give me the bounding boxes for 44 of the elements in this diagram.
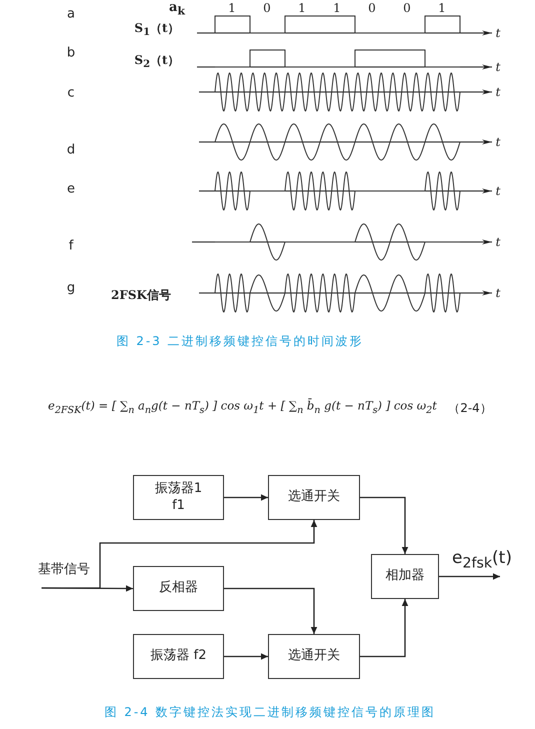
figure-caption: 图 2-3 二进制移频键控信号的时间波形 (116, 335, 364, 347)
equation-number: （2-4） (448, 402, 492, 414)
bit-value: 1 (438, 2, 446, 14)
bit-label: a$_{k}$ (169, 0, 185, 18)
row-letter: a (67, 8, 75, 20)
row-letter: e (67, 182, 75, 196)
bit-value: 1 (228, 2, 236, 14)
output-label: e$_{2fsk}$(t) (452, 550, 512, 571)
arrow (360, 496, 408, 554)
arrow (439, 573, 500, 580)
bit-value: 0 (403, 2, 411, 14)
signal-name: S$_{2}$（t） (134, 54, 180, 70)
row-letter: f (68, 240, 74, 252)
axis-label: t (496, 86, 500, 98)
arrow (224, 494, 268, 501)
axis-label: t (496, 136, 500, 148)
axis-label: t (496, 61, 500, 73)
inverter-box: 反相器 (133, 566, 224, 611)
bit-value: 0 (368, 2, 376, 14)
bit-value: 1 (298, 2, 306, 14)
bit-value: 0 (263, 2, 271, 14)
formula: e$_{2FSK}$(t) = [ ∑$_{n}$ a$_{n}$g(t − nT$_{s}$) ] cos ω$_{1}$t + [ ∑$_{n}$ b̄$_{n}$ g(t − nT$_{s}$) ] cos ω$_{2}$t (48, 400, 437, 416)
bit-value: 1 (333, 2, 341, 14)
arrow (360, 599, 408, 658)
oscillator-box: 振荡器 f2 (133, 634, 224, 679)
row-letter: g (66, 282, 76, 294)
switch-box: 选通开关 (268, 475, 360, 520)
arrow (42, 585, 133, 592)
signal-label: 基带信号 (36, 562, 92, 588)
adder-box: 相加器 (371, 554, 439, 599)
axis-label: t (496, 287, 500, 299)
row-letter: d (66, 144, 76, 156)
switch-box: 选通开关 (268, 634, 360, 679)
signal-name: S$_{1}$（t） (134, 22, 180, 38)
arrow (224, 653, 268, 660)
arrow (224, 588, 318, 634)
signal-name: 2FSK信号 (111, 289, 171, 301)
axis-label: t (496, 185, 500, 197)
oscillator-box: 振荡器1 f1 (133, 475, 224, 520)
axis-label: t (496, 27, 500, 39)
axis-label: t (496, 236, 500, 248)
row-letter: c (67, 86, 75, 100)
figure-caption: 图 2-4 数字键控法实现二进制移频键控信号的原理图 (104, 706, 436, 718)
row-letter: b (66, 46, 76, 60)
